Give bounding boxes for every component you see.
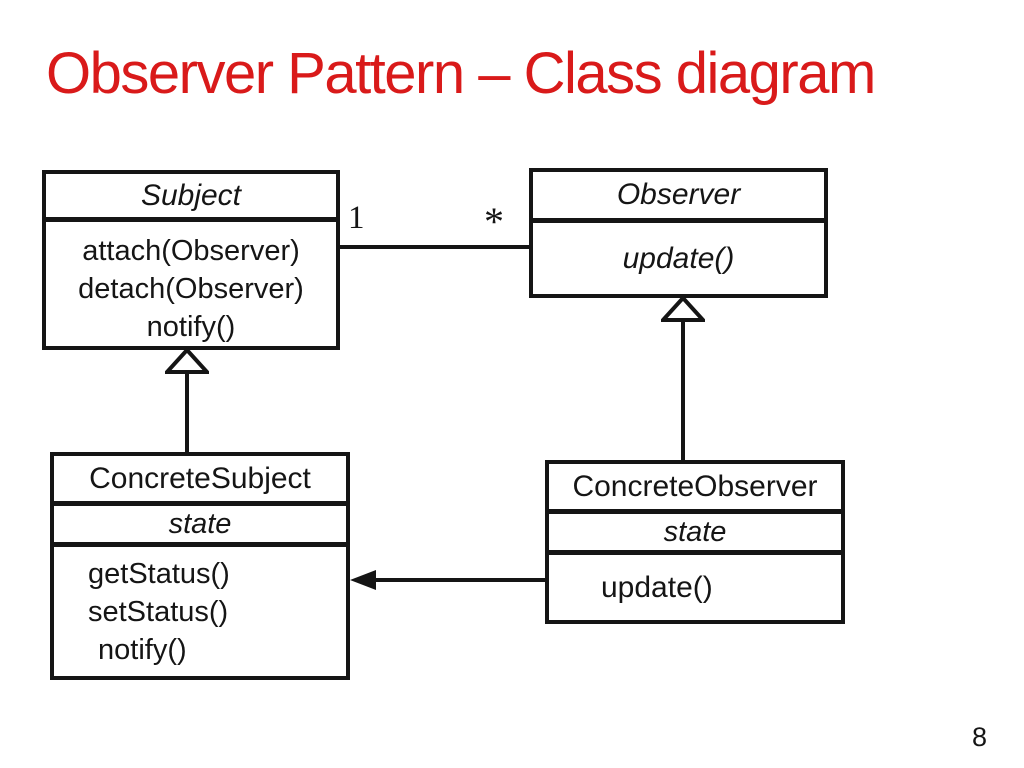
class-methods-concrete-subject: getStatus() setStatus() notify() — [54, 542, 346, 676]
class-methods-observer: update() — [533, 218, 824, 294]
uml-class-observer: Observer update() — [529, 168, 828, 298]
class-methods-subject: attach(Observer) detach(Observer) notify… — [46, 217, 336, 346]
class-name-concrete-subject: ConcreteSubject — [89, 461, 311, 495]
method-item: attach(Observer) — [82, 235, 300, 267]
multiplicity-many-label: * — [484, 199, 504, 244]
generalization-line-concrete-observer — [681, 320, 685, 460]
method-item: notify() — [98, 634, 187, 666]
method-item: detach(Observer) — [78, 273, 304, 305]
inheritance-triangle-icon — [165, 348, 209, 374]
arrowhead-icon — [350, 570, 376, 590]
page-number: 8 — [972, 722, 988, 752]
class-attribute-state: state — [54, 501, 346, 542]
method-item: setStatus() — [88, 596, 229, 628]
method-item: getStatus() — [88, 558, 230, 590]
uml-class-concrete-observer: ConcreteObserver state update() — [545, 460, 845, 624]
navigation-line-concrete-observer-to-subject — [366, 578, 545, 582]
association-line-subject-observer — [340, 245, 529, 249]
uml-class-concrete-subject: ConcreteSubject state getStatus() setSta… — [50, 452, 350, 680]
uml-class-subject: Subject attach(Observer) detach(Observer… — [42, 170, 340, 350]
generalization-line-concrete-subject — [185, 372, 189, 452]
class-methods-concrete-observer: update() — [549, 550, 841, 620]
class-name-observer: Observer — [616, 178, 741, 211]
class-attribute-state: state — [549, 509, 841, 550]
multiplicity-one-label: 1 — [348, 200, 365, 236]
slide-title: Observer Pattern – Class diagram — [46, 41, 876, 106]
method-item: notify() — [146, 311, 236, 343]
class-name-subject: Subject — [140, 178, 242, 212]
class-name-concrete-observer: ConcreteObserver — [572, 469, 818, 503]
inheritance-triangle-icon — [661, 296, 705, 322]
